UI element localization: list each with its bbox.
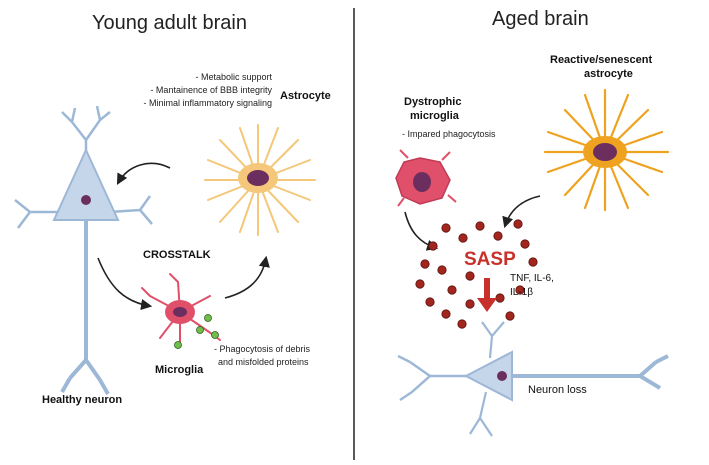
microglia-function-2: and misfolded proteins (218, 357, 309, 367)
crosstalk-label: CROSSTALK (143, 249, 211, 261)
sasp-dot (428, 241, 438, 251)
sasp-cloud (415, 219, 538, 329)
sasp-dot (441, 223, 451, 233)
microglia-label: Microglia (155, 364, 204, 376)
astrocyte-function-3: - Minimal inflammatory signaling (143, 98, 272, 108)
dystrophic-microglia-label-2: microglia (410, 110, 459, 122)
debris-particle (204, 314, 212, 322)
aged-panel-title: Aged brain (492, 8, 589, 30)
astrocyte-function-1: - Metabolic support (195, 72, 272, 82)
debris-particle (174, 341, 182, 349)
aged-neuron (397, 321, 669, 437)
healthy-neuron-label: Healthy neuron (42, 394, 123, 406)
sasp-dot (457, 319, 467, 329)
astrocyte-label: Astrocyte (280, 90, 331, 102)
dystrophic-microglia-label-1: Dystrophic (404, 96, 462, 108)
sasp-dot (447, 285, 457, 295)
microglia-function-1: - Phagocytosis of debris (214, 344, 311, 354)
sasp-dot (465, 299, 475, 309)
young-astrocyte (204, 124, 316, 236)
debris-particle (196, 326, 204, 334)
arrow-microglia-to-astrocyte (224, 255, 270, 299)
sasp-dot (420, 259, 430, 269)
senescent-astrocyte-label-2: astrocyte (584, 68, 633, 80)
senescent-astrocyte-label-1: Reactive/senescent (550, 54, 653, 66)
senescent-astrocyte-nucleus (593, 143, 617, 161)
cytokines-line-1: TNF, IL-6, (510, 273, 554, 284)
sasp-label: SASP (464, 249, 516, 270)
sasp-dot (520, 239, 530, 249)
sasp-dot (493, 231, 503, 241)
sasp-dot (465, 271, 475, 281)
sasp-dot (415, 279, 425, 289)
sasp-dot (437, 265, 447, 275)
healthy-microglia-nucleus (173, 307, 187, 317)
impaired-phagocytosis-note: - Impared phagocytosis (402, 129, 496, 139)
healthy-neuron-nucleus (81, 195, 91, 205)
sasp-dot (425, 297, 435, 307)
sasp-dot (528, 257, 538, 267)
sasp-dot (505, 311, 515, 321)
sasp-dot (458, 233, 468, 243)
arrow-astrocyte-to-sasp (502, 195, 541, 229)
aged-neuron-nucleus (497, 371, 507, 381)
astrocyte-function-2: - Mantainence of BBB integrity (150, 85, 272, 95)
sasp-dot (513, 219, 523, 229)
arrow-astrocyte-to-neuron (116, 162, 171, 185)
senescent-astrocyte (543, 88, 670, 212)
sasp-dot (475, 221, 485, 231)
debris-particle (211, 331, 219, 339)
neuron-loss-label: Neuron loss (528, 384, 587, 396)
dystrophic-microglia-nucleus (413, 172, 431, 192)
decline-arrow (477, 278, 497, 312)
cytokines-line-2: IL-1β (510, 287, 533, 298)
sasp-dot (441, 309, 451, 319)
young-panel-title: Young adult brain (92, 12, 247, 34)
young-astrocyte-nucleus (247, 170, 269, 186)
sasp-dot (515, 285, 525, 295)
healthy-neuron (14, 105, 153, 395)
arrow-neuron-to-microglia (97, 257, 153, 311)
sasp-dot (495, 293, 505, 303)
